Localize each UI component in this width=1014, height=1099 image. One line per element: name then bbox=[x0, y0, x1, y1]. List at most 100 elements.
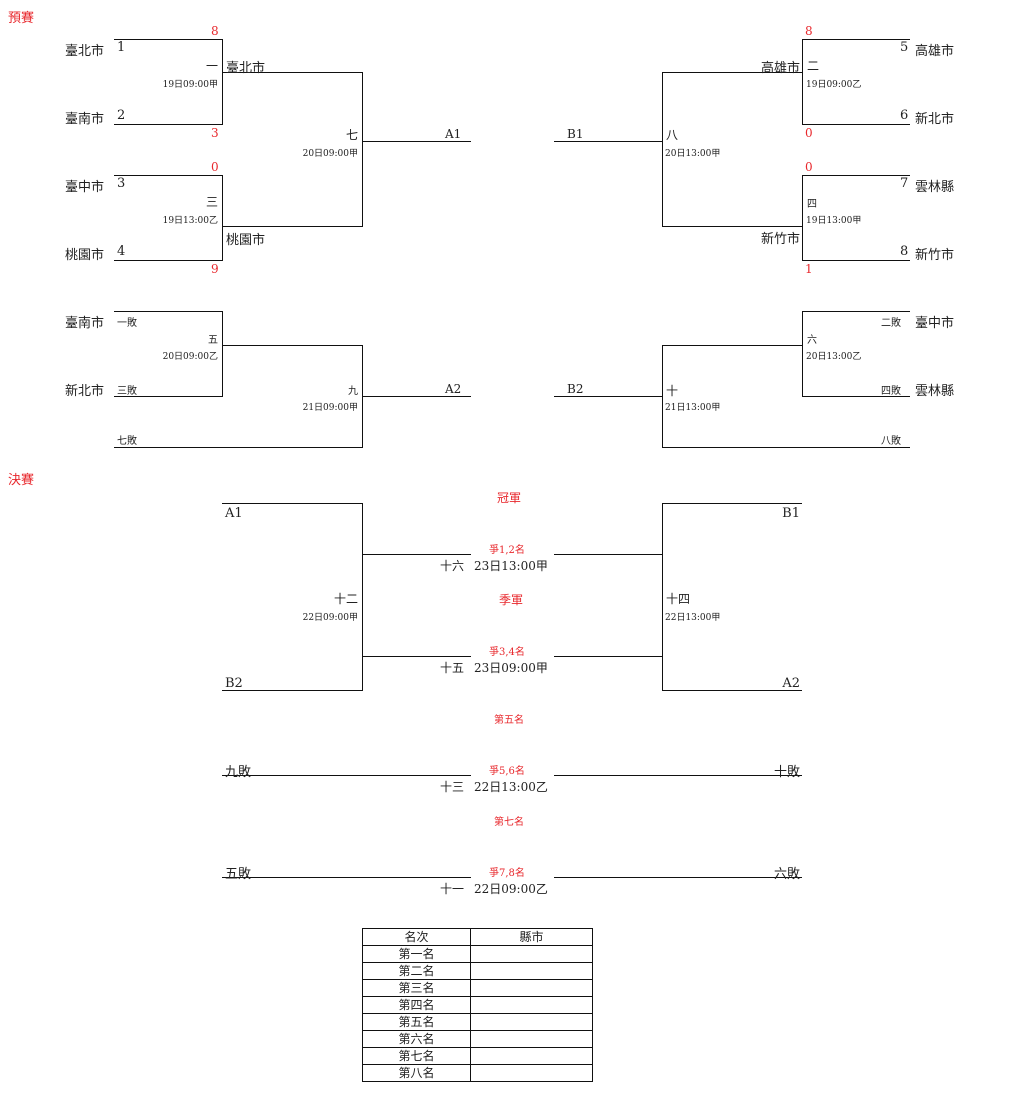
bracket-result: A1 bbox=[445, 127, 462, 141]
game-time: 22日13:00甲 bbox=[665, 613, 721, 623]
bracket-line bbox=[222, 690, 362, 691]
game-time: 20日13:00甲 bbox=[665, 149, 721, 159]
team-name: 臺中市 bbox=[65, 180, 105, 195]
team-score: 8 bbox=[211, 24, 219, 38]
team-score: 8 bbox=[805, 24, 813, 38]
bracket-line bbox=[222, 226, 362, 227]
match-label: 爭1,2名 bbox=[489, 545, 525, 556]
bracket-line bbox=[554, 396, 662, 397]
bracket-line bbox=[662, 690, 802, 691]
game-winner: 桃園市 bbox=[226, 233, 266, 248]
table-row: 第六名 bbox=[362, 1030, 593, 1048]
city-cell[interactable] bbox=[470, 962, 593, 980]
team-name: 雲林縣 bbox=[915, 180, 955, 195]
bracket-line bbox=[802, 39, 803, 125]
bracket-line bbox=[554, 775, 802, 776]
bracket-line bbox=[362, 554, 471, 555]
city-cell[interactable] bbox=[470, 945, 593, 963]
semi-slot: A1 bbox=[225, 506, 243, 521]
game-number: 十五 bbox=[440, 661, 465, 675]
game-number: 八 bbox=[666, 128, 679, 142]
game-number: 五 bbox=[208, 335, 218, 346]
bracket-line bbox=[662, 503, 802, 504]
bracket-result: B1 bbox=[567, 127, 584, 141]
rank-cell: 第八名 bbox=[362, 1064, 471, 1082]
team-name: 新北市 bbox=[65, 384, 105, 399]
bracket-line bbox=[222, 877, 471, 878]
bracket-line bbox=[802, 124, 910, 125]
table-header-row: 名次 縣市 bbox=[362, 928, 593, 946]
city-cell[interactable] bbox=[470, 979, 593, 997]
match-slot: 九敗 bbox=[225, 765, 252, 780]
table-row: 第三名 bbox=[362, 979, 593, 997]
loser-slot: 七敗 bbox=[117, 436, 137, 447]
game-number: 七 bbox=[345, 128, 358, 142]
city-cell[interactable] bbox=[470, 996, 593, 1014]
third-label: 季軍 bbox=[499, 593, 524, 607]
team-name: 臺中市 bbox=[915, 316, 955, 331]
bracket-line bbox=[222, 311, 223, 397]
team-seed: 5 bbox=[900, 40, 909, 55]
bracket-line bbox=[222, 345, 362, 346]
bracket-line bbox=[662, 503, 663, 691]
game-time: 22日09:00乙 bbox=[474, 882, 548, 896]
team-name: 雲林縣 bbox=[915, 384, 955, 399]
match-slot: 十敗 bbox=[773, 765, 800, 780]
bracket-line bbox=[662, 72, 802, 73]
city-cell[interactable] bbox=[470, 1047, 593, 1065]
game-time: 20日09:00甲 bbox=[302, 149, 358, 159]
semi-slot: A2 bbox=[782, 676, 800, 691]
header-rank: 名次 bbox=[362, 928, 471, 946]
semi-slot: B1 bbox=[782, 506, 800, 521]
team-name: 桃園市 bbox=[65, 248, 105, 263]
loser-slot: 四敗 bbox=[881, 386, 901, 397]
team-seed: 4 bbox=[117, 244, 126, 259]
team-score: 0 bbox=[805, 126, 813, 140]
bracket-line bbox=[114, 447, 362, 448]
game-time: 22日13:00乙 bbox=[474, 780, 548, 794]
game-number: 十二 bbox=[333, 592, 358, 606]
section-title-prelim: 預賽 bbox=[8, 11, 35, 26]
city-cell[interactable] bbox=[470, 1013, 593, 1031]
team-name: 新竹市 bbox=[915, 248, 955, 263]
team-score: 9 bbox=[211, 262, 219, 276]
team-seed: 3 bbox=[117, 176, 126, 191]
game-number: 二 bbox=[807, 59, 820, 73]
loser-slot: 一敗 bbox=[117, 318, 137, 329]
bracket-line bbox=[114, 39, 222, 40]
bracket-line bbox=[222, 39, 223, 125]
bracket-line bbox=[222, 175, 223, 261]
team-name: 臺北市 bbox=[65, 44, 105, 59]
bracket-line bbox=[362, 141, 471, 142]
semi-slot: B2 bbox=[225, 676, 243, 691]
game-number: 十一 bbox=[440, 882, 465, 896]
champion-label: 冠軍 bbox=[497, 491, 522, 505]
seventh-label: 第七名 bbox=[494, 817, 524, 828]
table-row: 第八名 bbox=[362, 1064, 593, 1082]
bracket-line bbox=[802, 396, 910, 397]
team-seed: 6 bbox=[900, 108, 909, 123]
match-label: 爭5,6名 bbox=[489, 766, 525, 777]
bracket-line bbox=[362, 72, 363, 227]
table-row: 第二名 bbox=[362, 962, 593, 980]
game-time: 19日13:00乙 bbox=[162, 216, 218, 226]
game-time: 23日13:00甲 bbox=[474, 559, 548, 573]
bracket-line bbox=[222, 72, 362, 73]
match-slot: 六敗 bbox=[773, 867, 800, 882]
city-cell[interactable] bbox=[470, 1064, 593, 1082]
team-score: 1 bbox=[805, 262, 813, 276]
game-time: 20日13:00乙 bbox=[806, 352, 862, 362]
team-name: 新北市 bbox=[915, 112, 955, 127]
bracket-line bbox=[802, 260, 910, 261]
table-row: 第五名 bbox=[362, 1013, 593, 1031]
bracket-line bbox=[114, 396, 222, 397]
bracket-line bbox=[362, 396, 471, 397]
bracket-line bbox=[554, 554, 662, 555]
team-score: 3 bbox=[211, 126, 219, 140]
city-cell[interactable] bbox=[470, 1030, 593, 1048]
bracket-line bbox=[554, 656, 662, 657]
game-number: 三 bbox=[205, 195, 218, 209]
bracket-line bbox=[662, 72, 663, 227]
rank-cell: 第七名 bbox=[362, 1047, 471, 1065]
table-row: 第四名 bbox=[362, 996, 593, 1014]
